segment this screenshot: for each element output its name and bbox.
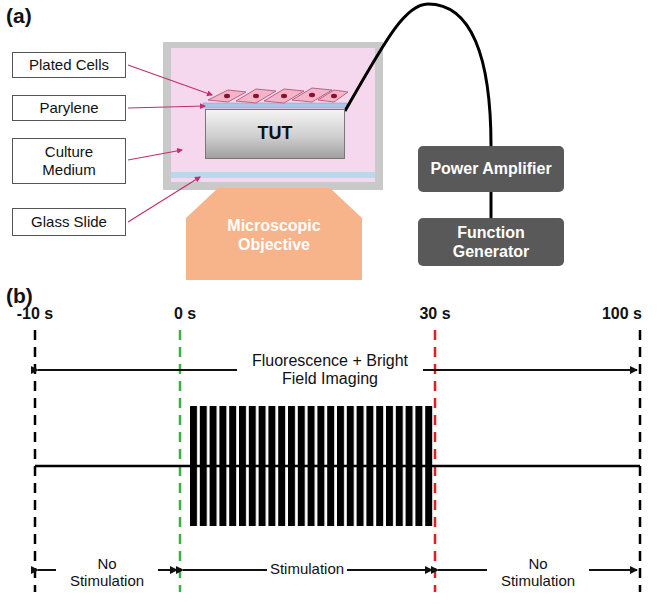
leader-lines — [128, 65, 212, 222]
phase-label: Fluorescence + Bright Field Imaging — [237, 352, 423, 389]
time-label: 30 s — [419, 305, 450, 323]
objective-lens — [186, 188, 362, 280]
node-text: Power Amplifier — [430, 159, 551, 178]
panel-label: (b) — [6, 284, 33, 308]
panel-label: (a) — [6, 4, 32, 28]
label-box: Plated Cells — [12, 52, 126, 78]
label-box: Glass Slide — [12, 208, 126, 236]
time-label: 100 s — [602, 305, 642, 323]
node-text: Parylene — [39, 99, 98, 117]
node-text: Culture Medium — [17, 143, 121, 179]
node-text: Microscopic Objective — [209, 216, 339, 254]
phase-label: No Stimulation — [487, 555, 589, 590]
node-text: Function Generator — [422, 223, 560, 261]
instrument-box: Power Amplifier — [418, 146, 564, 192]
culture-dish — [163, 42, 383, 190]
node-text: Plated Cells — [29, 56, 109, 74]
phase-label: No Stimulation — [56, 555, 158, 590]
node-text: TUT — [258, 123, 293, 145]
plated-cells — [208, 88, 348, 103]
wire — [345, 4, 491, 146]
label-box: Culture Medium — [12, 138, 126, 184]
time-label: 0 s — [174, 305, 196, 323]
time-label: -10 s — [17, 305, 53, 323]
phase-label: Stimulation — [267, 560, 347, 577]
wire — [490, 192, 493, 218]
objective-label: Microscopic Objective — [205, 200, 343, 270]
instrument-box: Function Generator — [418, 218, 564, 266]
node-text: Glass Slide — [31, 213, 107, 231]
parylene-layer — [203, 103, 347, 108]
timeline — [35, 330, 640, 592]
label-box: Parylene — [12, 95, 126, 121]
transducer-box: TUT — [205, 109, 345, 159]
